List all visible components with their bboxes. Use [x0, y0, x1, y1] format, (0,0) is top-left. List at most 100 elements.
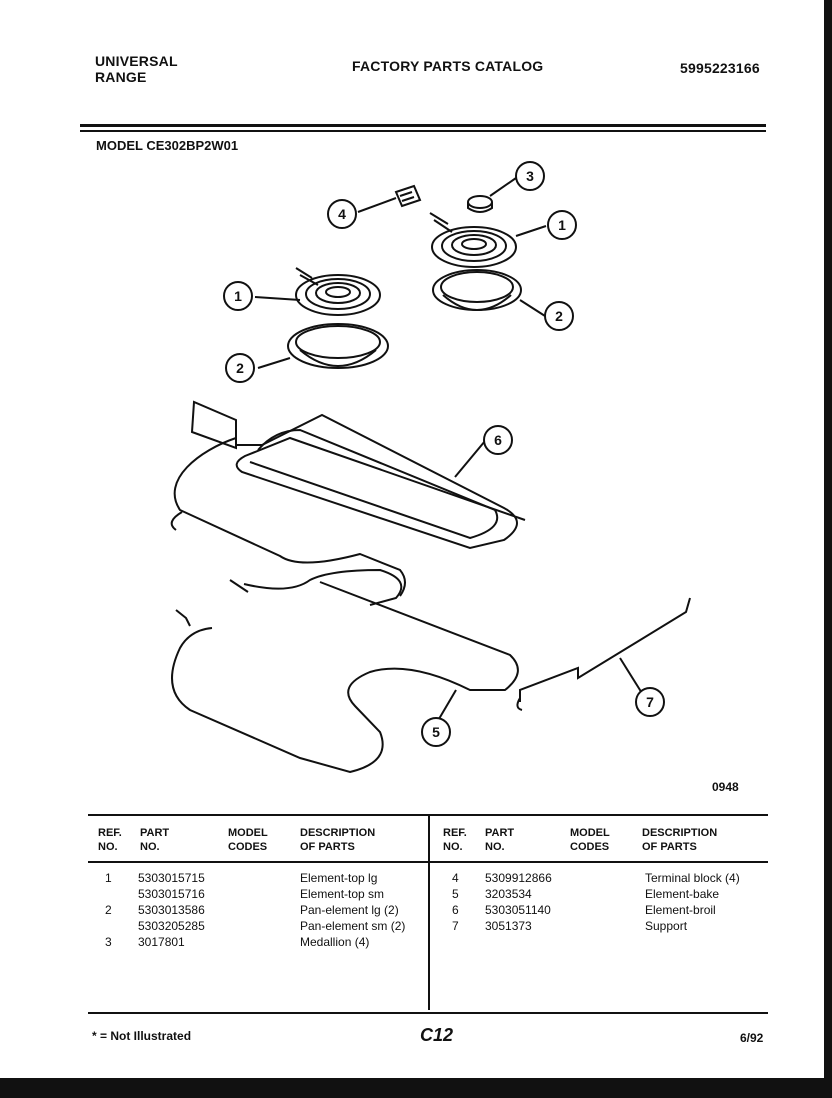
table-header-rule: [88, 861, 768, 863]
callout-6: [483, 425, 513, 455]
header-rule-thin: [80, 130, 766, 132]
header-model-left: MODEL CODES: [228, 826, 268, 854]
figure-number: 0948: [712, 780, 739, 794]
terminal-block: [394, 184, 422, 208]
callout-label: 1: [558, 217, 566, 233]
right-part-column: 5309912866 3203534 5303051140 3051373: [485, 870, 552, 934]
exploded-view-drawing: 1 1 2 2 3 4 5 6 7: [170, 161, 691, 774]
callout-label: 4: [338, 206, 346, 222]
not-illustrated-note: * = Not Illustrated: [92, 1029, 192, 1043]
left-desc-column: Element-top lg Element-top sm Pan-elemen…: [300, 870, 405, 950]
table-cell: 5: [452, 887, 459, 901]
table-cell: Pan-element lg (2): [300, 903, 399, 917]
header-desc-line1: DESCRIPTION: [300, 827, 376, 839]
table-cell: 5303015715: [138, 871, 205, 885]
parts-diagram: 1 1 2 2 3 4 5 6 7: [0, 150, 832, 790]
header-desc-right: DESCRIPTION OF PARTS: [642, 826, 717, 854]
callout-1-right: [547, 210, 577, 240]
callout-2-left: [225, 353, 255, 383]
callout-7: [635, 687, 665, 717]
callout-label: 2: [236, 360, 244, 376]
table-cell: 5309912866: [485, 871, 552, 885]
header-model-line2: CODES: [570, 841, 610, 853]
callout-2-right: [544, 301, 574, 331]
table-cell: Element-top lg: [300, 871, 378, 885]
table-cell: 2: [105, 903, 112, 917]
table-cell: 5303013586: [138, 903, 205, 917]
callout-label: 6: [494, 432, 502, 448]
brand-name: UNIVERSAL RANGE: [95, 53, 178, 85]
header-part-line1: PART: [485, 827, 515, 839]
header-part-right: PART NO.: [485, 826, 514, 854]
table-cell: Support: [645, 919, 688, 933]
catalog-number: 5995223166: [680, 60, 760, 76]
header-part-line2: NO.: [485, 841, 505, 853]
callout-4: [327, 199, 357, 229]
header-model-right: MODEL CODES: [570, 826, 610, 854]
header-desc-line1: DESCRIPTION: [642, 827, 718, 839]
brand-line-1: UNIVERSAL: [95, 53, 178, 69]
table-cell: Pan-element sm (2): [300, 919, 406, 933]
header-desc-line2: OF PARTS: [642, 841, 697, 853]
table-cell: 4: [452, 871, 459, 885]
callout-label: 7: [646, 694, 654, 710]
callout-5: [421, 717, 451, 747]
table-cell: 5303205285: [138, 919, 205, 933]
element-top-right: [429, 212, 517, 268]
table-cell: Element-broil: [645, 903, 716, 917]
header-model-line2: CODES: [228, 841, 268, 853]
table-cell: Medallion (4): [300, 935, 370, 949]
table-cell: 3203534: [485, 887, 532, 901]
header-model-line1: MODEL: [228, 827, 268, 839]
element-bake: [171, 568, 519, 774]
table-divider: [428, 814, 430, 1010]
left-part-column: 5303015715 5303015716 5303013586 5303205…: [138, 870, 205, 950]
table-cell: [105, 886, 112, 902]
revision-date: 6/92: [740, 1031, 764, 1045]
table-cell: [105, 918, 112, 934]
header-ref-line2: NO.: [98, 841, 118, 853]
right-desc-column: Terminal block (4) Element-bake Element-…: [645, 870, 740, 934]
header-desc-line2: OF PARTS: [300, 841, 355, 853]
callout-label: 3: [526, 168, 534, 184]
table-cell: 3017801: [138, 935, 185, 949]
header-part-line1: PART: [140, 827, 170, 839]
element-top-left: [295, 267, 381, 316]
callout-label: 1: [234, 288, 242, 304]
left-ref-column: 1 2 3: [105, 870, 112, 950]
header-ref-line2: NO.: [443, 841, 463, 853]
table-cell: 1: [105, 871, 112, 885]
header-ref-line1: REF.: [98, 827, 122, 839]
table-cell: Element-bake: [645, 887, 720, 901]
table-cell: 6: [452, 903, 459, 917]
model-label: MODEL CE302BP2W01: [96, 138, 239, 153]
table-cell: 3: [105, 935, 112, 949]
right-ref-column: 4 5 6 7: [452, 870, 459, 934]
header-desc-left: DESCRIPTION OF PARTS: [300, 826, 375, 854]
callout-label: 5: [432, 724, 440, 740]
table-cell: 5303051140: [485, 903, 551, 917]
support-rod: [516, 597, 691, 711]
callout-label: 2: [555, 308, 563, 324]
table-cell: 5303015716: [138, 887, 205, 901]
table-cell: 7: [452, 919, 459, 933]
page-code: C12: [420, 1025, 454, 1045]
header-rule: [80, 124, 766, 127]
table-cell: Element-top sm: [300, 887, 385, 901]
pan-right: [432, 269, 522, 311]
header-ref-line1: REF.: [443, 827, 467, 839]
header-ref-right: REF. NO.: [443, 826, 467, 854]
callout-1-left: [223, 281, 253, 311]
table-cell: 3051373: [485, 919, 532, 933]
pan-left: [287, 323, 389, 369]
catalog-title: FACTORY PARTS CATALOG: [352, 58, 544, 74]
header-part-left: PART NO.: [140, 826, 169, 854]
element-broil: [170, 400, 526, 597]
header-part-line2: NO.: [140, 841, 160, 853]
callout-3: [515, 161, 545, 191]
header-model-line1: MODEL: [570, 827, 610, 839]
table-cell: Terminal block (4): [645, 871, 740, 885]
header-ref-left: REF. NO.: [98, 826, 122, 854]
brand-line-2: RANGE: [95, 69, 147, 85]
